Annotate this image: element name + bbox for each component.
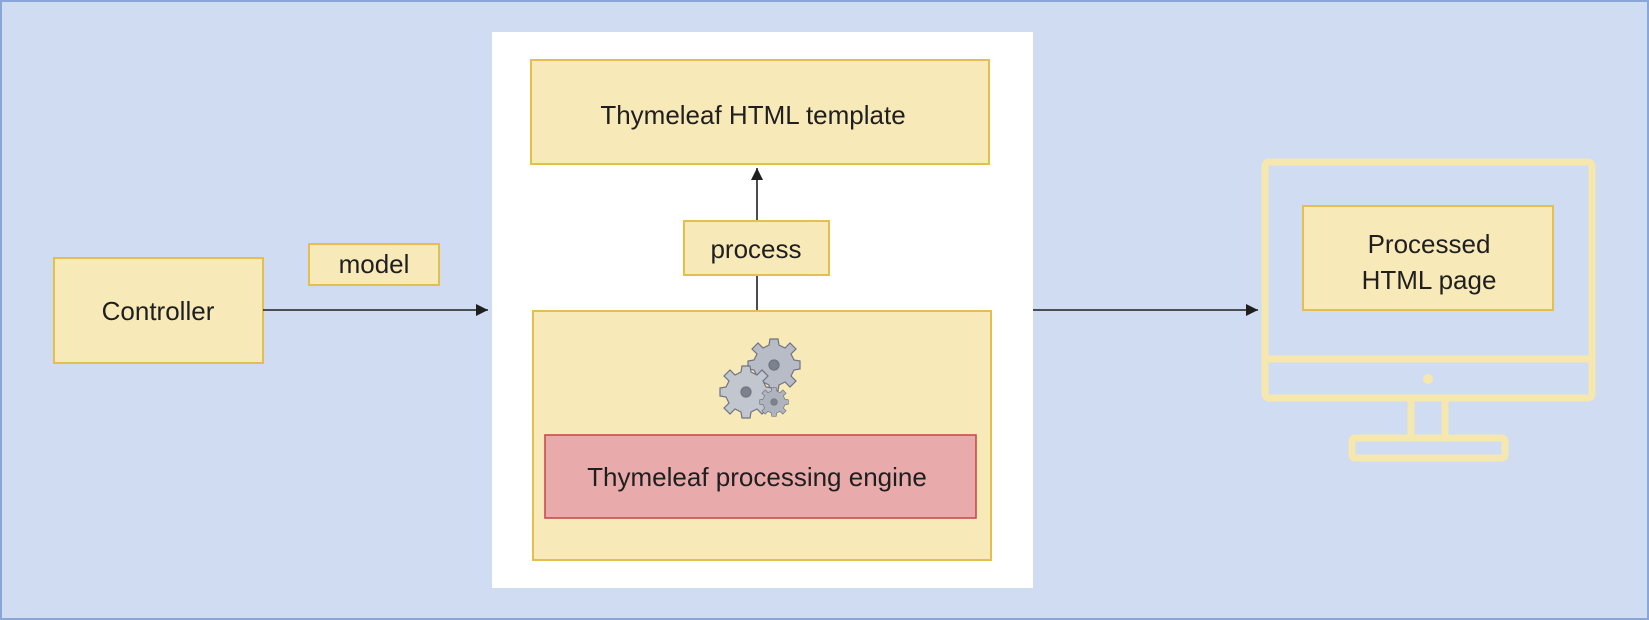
monitor-icon	[1261, 158, 1596, 462]
engine-box: Thymeleaf processing engine	[544, 434, 977, 519]
engine-label: Thymeleaf processing engine	[587, 462, 927, 492]
output-box: Processed HTML page	[1302, 205, 1554, 311]
model-label: model	[339, 249, 410, 279]
output-label-line2: HTML page	[1362, 265, 1497, 295]
model-box: model	[308, 243, 440, 286]
process-box: process	[683, 220, 830, 276]
gears-icon	[719, 338, 801, 419]
controller-label: Controller	[102, 296, 215, 326]
process-label: process	[710, 234, 801, 264]
controller-box: Controller	[53, 257, 264, 364]
output-label-line1: Processed	[1368, 229, 1491, 259]
template-box: Thymeleaf HTML template	[530, 59, 990, 165]
template-label: Thymeleaf HTML template	[600, 100, 905, 130]
